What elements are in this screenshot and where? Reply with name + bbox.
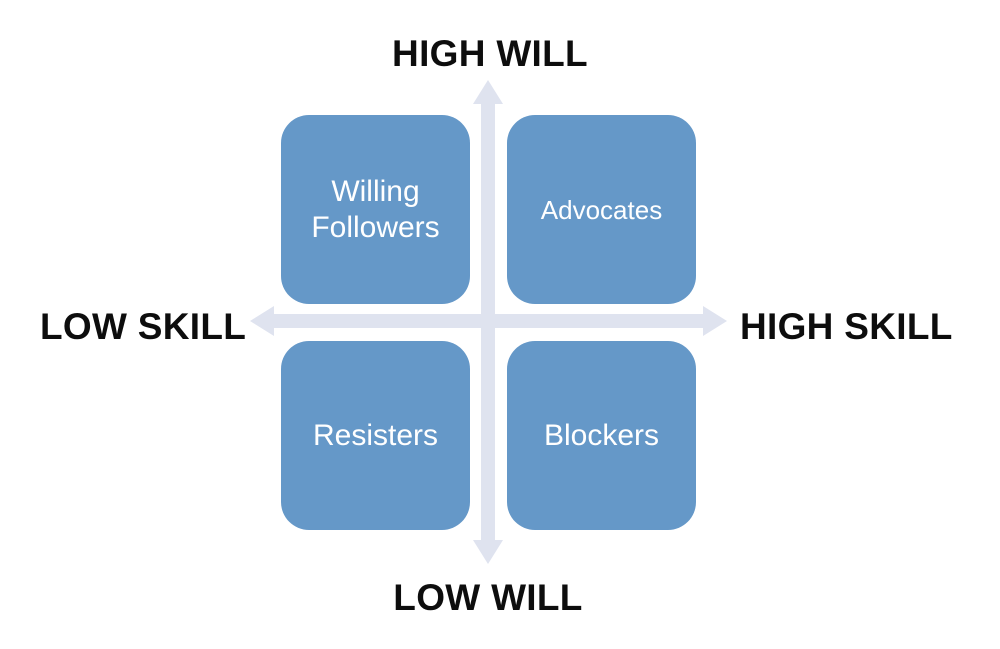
axis-label-low-will: LOW WILL	[393, 577, 583, 618]
axis-label-low-skill: LOW SKILL	[40, 306, 247, 347]
down-arrowhead	[473, 540, 503, 564]
axis-label-high-will: HIGH WILL	[392, 33, 588, 74]
axis-label-high-skill: HIGH SKILL	[740, 306, 953, 347]
up-arrowhead	[473, 80, 503, 104]
quadrant-blockers: Blockers	[507, 341, 696, 530]
quadrant-willing-followers: Willing Followers	[281, 115, 470, 304]
quadrant-resisters: Resisters	[281, 341, 470, 530]
quadrant-advocates: Advocates	[507, 115, 696, 304]
left-arrowhead	[250, 306, 274, 336]
right-arrowhead	[703, 306, 727, 336]
horizontal-axis-bar	[272, 314, 704, 328]
